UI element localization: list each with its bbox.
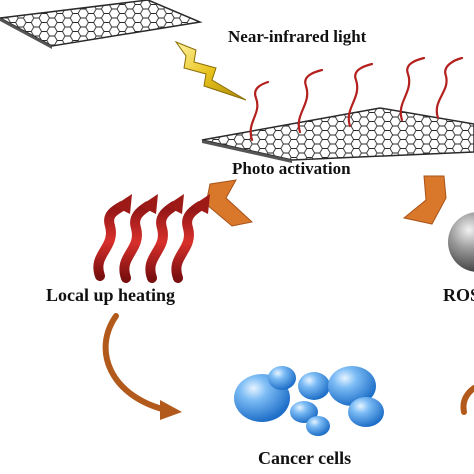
- lightning-icon: [174, 40, 247, 101]
- ros-sphere-icon: [448, 212, 474, 272]
- heat-wave-arrow-icon: [93, 194, 210, 283]
- curved-arrow-icon: [102, 313, 474, 420]
- photo-activation-label: Photo activation: [232, 159, 351, 178]
- cancer-cell-icon: [234, 366, 384, 436]
- graphene-sheet-icon: [0, 0, 203, 49]
- chevron-arrow-icon: [205, 175, 447, 227]
- local-up-heating-label: Local up heating: [46, 285, 176, 305]
- near-infrared-light-label: Near-infrared light: [228, 27, 367, 46]
- polymer-chain-icon: [249, 56, 464, 142]
- ros-label: ROS: [443, 285, 474, 305]
- cancer-cells-label: Cancer cells: [258, 448, 352, 468]
- activated-graphene-sheet-icon: [201, 107, 474, 163]
